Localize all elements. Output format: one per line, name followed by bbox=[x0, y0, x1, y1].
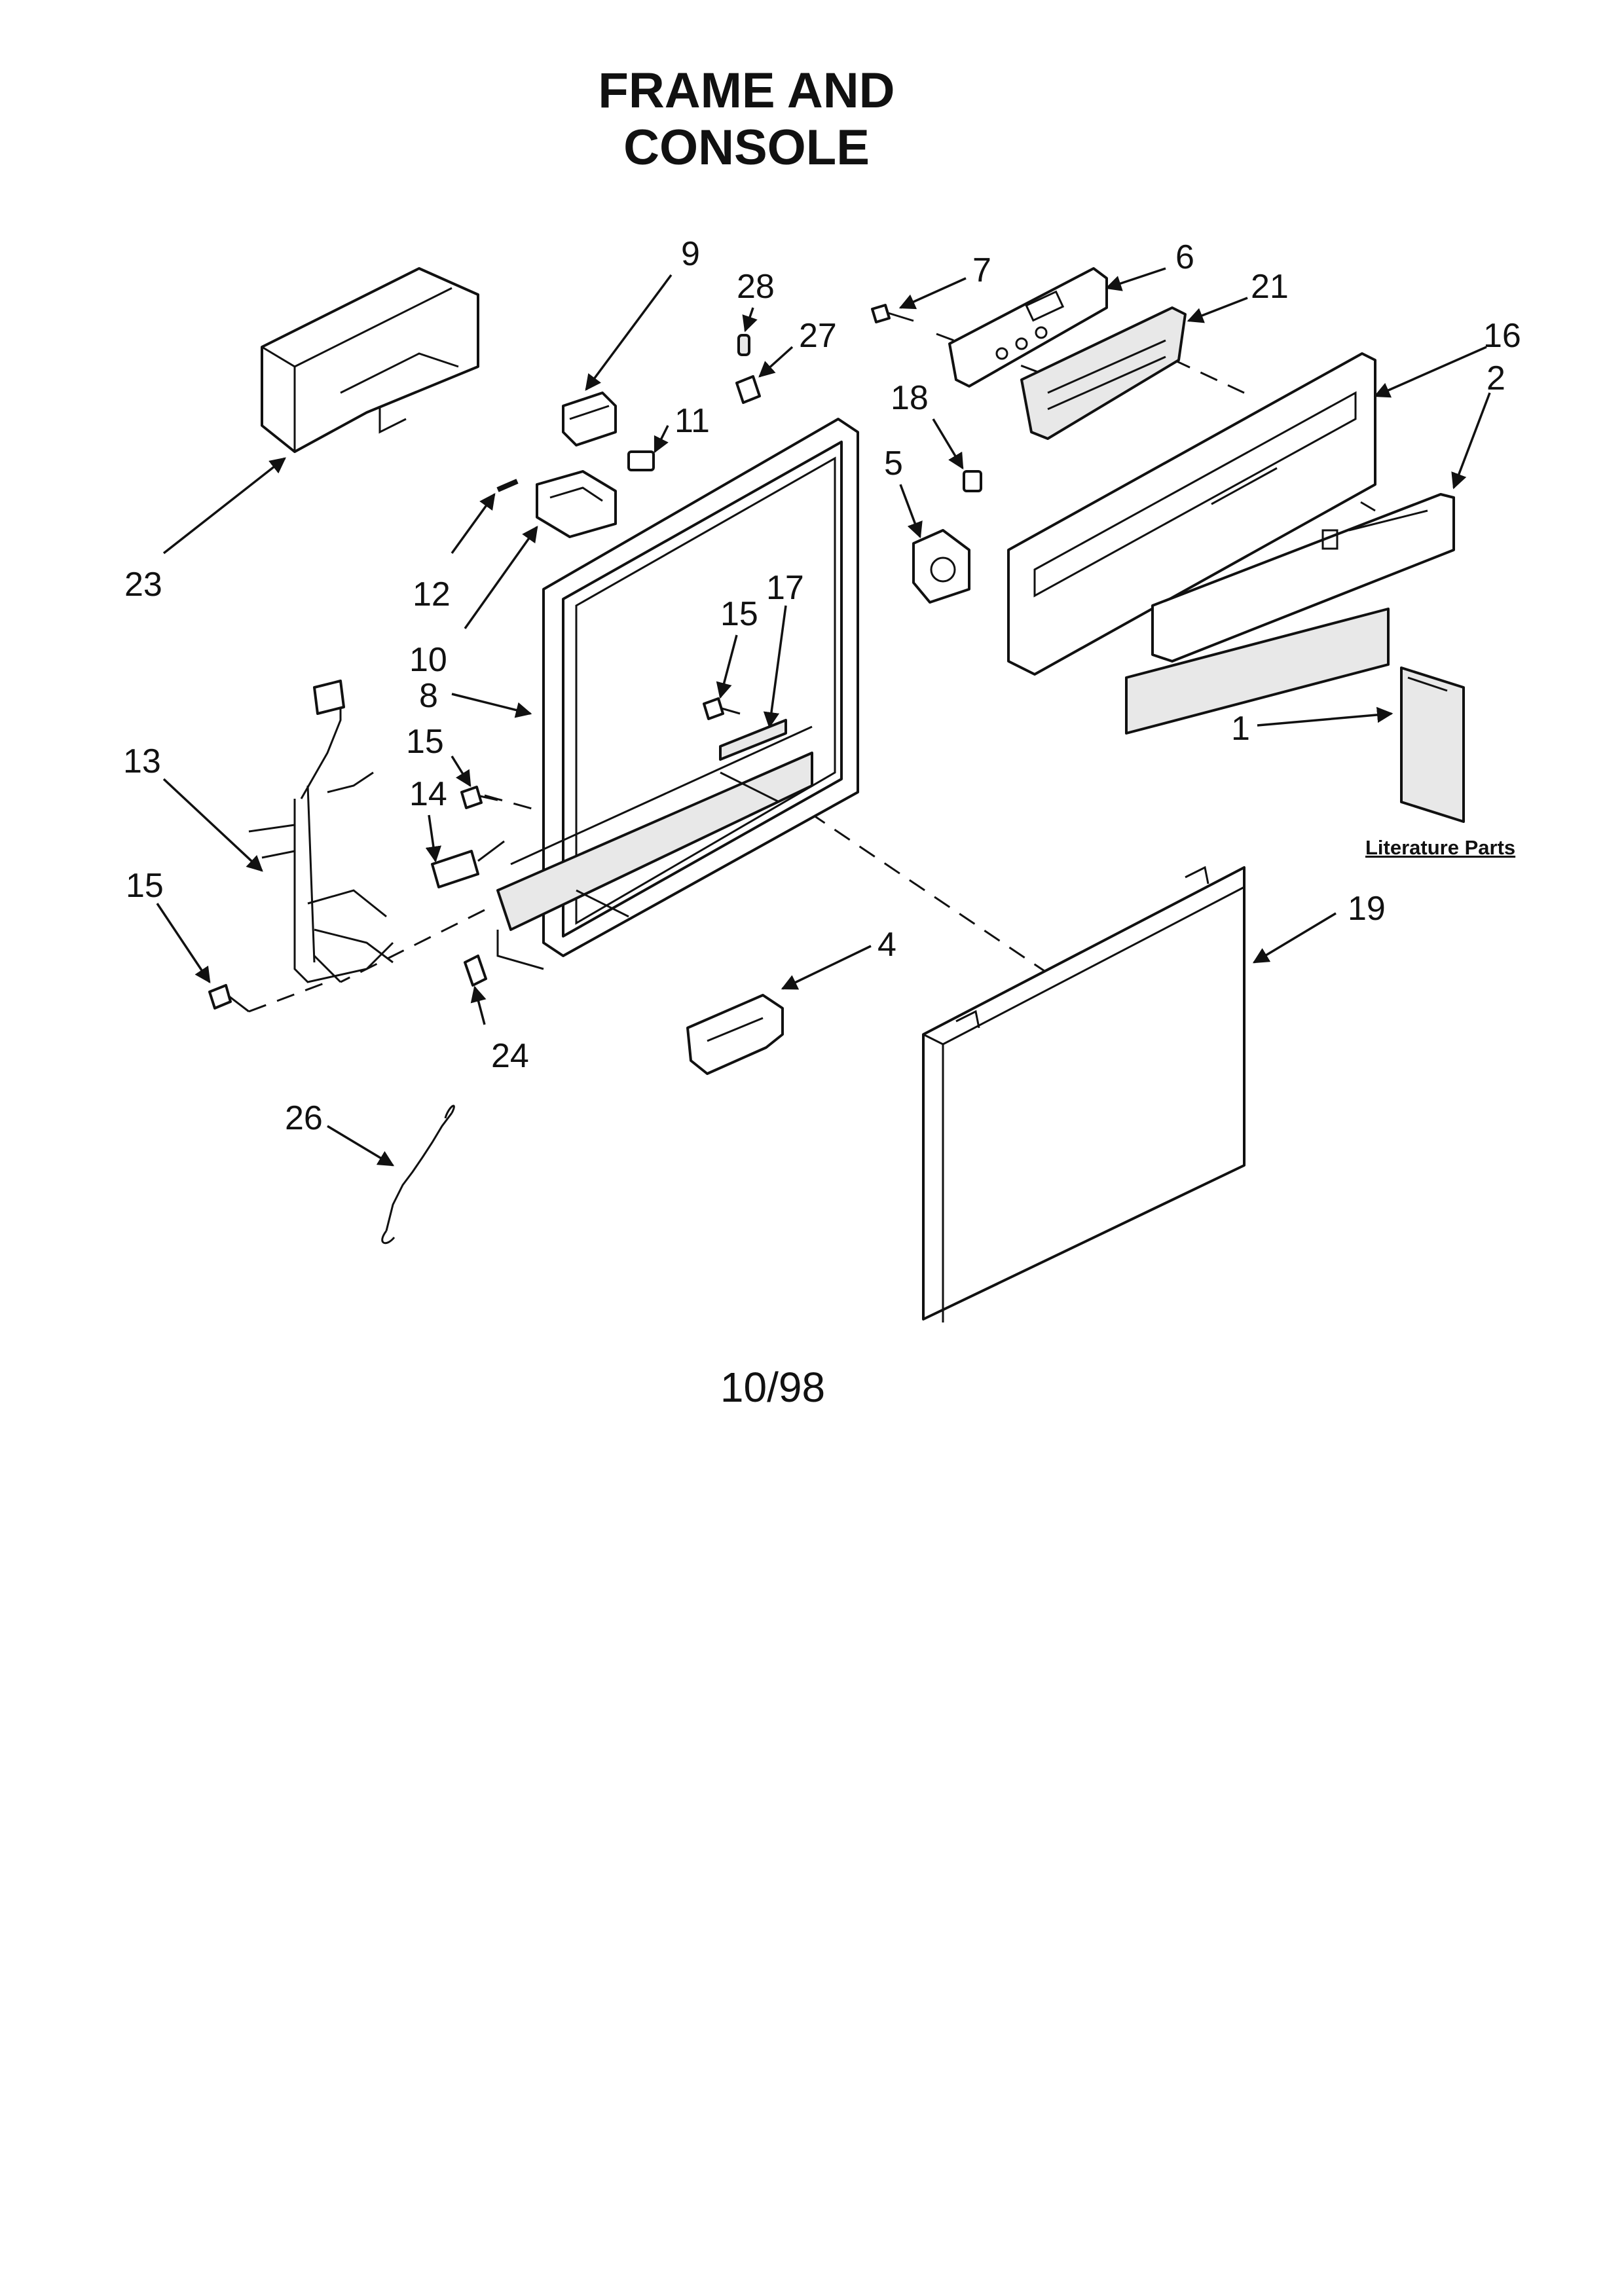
literature-booklet bbox=[1400, 666, 1465, 823]
callout-1: 1 bbox=[1231, 710, 1250, 748]
callout-19: 19 bbox=[1348, 890, 1386, 928]
part-5-selector-switch bbox=[912, 529, 970, 604]
part-8-door-frame bbox=[496, 418, 859, 970]
part-12-pin bbox=[496, 479, 519, 492]
part-11-switch bbox=[627, 450, 655, 471]
callout-labels: 9 28 27 7 6 21 16 2 18 5 11 12 10 23 8 1… bbox=[123, 235, 1521, 1137]
leader-lines bbox=[156, 267, 1491, 1167]
part-15-screw-left bbox=[208, 984, 249, 1013]
part-21-keypad-panel bbox=[1020, 306, 1187, 440]
part-15-screw-middle bbox=[460, 786, 498, 809]
callout-5: 5 bbox=[884, 445, 903, 483]
callout-8: 8 bbox=[419, 677, 438, 715]
callout-27: 27 bbox=[799, 317, 837, 355]
part-15-screw-frame bbox=[703, 697, 741, 720]
part-23-duct-cover bbox=[261, 267, 479, 453]
part-9-latch bbox=[562, 392, 617, 446]
part-17-strip bbox=[719, 719, 787, 761]
callout-12: 12 bbox=[413, 575, 451, 613]
part-6-control-panel bbox=[948, 267, 1108, 388]
part-19-door-panel bbox=[922, 866, 1246, 1322]
literature-parts-label: Literature Parts bbox=[1365, 836, 1515, 859]
page-title: FRAME AND CONSOLE bbox=[598, 63, 895, 175]
callout-7: 7 bbox=[972, 251, 991, 289]
part-13-wire-harness bbox=[248, 680, 394, 983]
part-24-clip bbox=[464, 955, 487, 987]
callout-9: 9 bbox=[681, 235, 700, 273]
part-18-small-switch bbox=[963, 470, 982, 492]
part-2-overlay bbox=[1151, 493, 1455, 663]
callout-14: 14 bbox=[409, 775, 447, 813]
callout-15-middle: 15 bbox=[406, 723, 444, 761]
callout-13: 13 bbox=[123, 742, 161, 780]
callout-15-left: 15 bbox=[126, 867, 164, 905]
callout-10: 10 bbox=[409, 641, 447, 679]
callout-21: 21 bbox=[1251, 268, 1289, 306]
date-code: 10/98 bbox=[720, 1364, 826, 1411]
part-1-literature-strip bbox=[1125, 608, 1390, 735]
callout-11: 11 bbox=[674, 402, 710, 440]
part-27-clip bbox=[735, 375, 761, 404]
callout-16: 16 bbox=[1483, 317, 1521, 355]
part-4-bracket bbox=[686, 994, 784, 1075]
part-28-spring-small bbox=[737, 334, 750, 356]
callout-28: 28 bbox=[737, 268, 775, 306]
part-7-screw bbox=[871, 304, 914, 323]
callout-6: 6 bbox=[1175, 238, 1194, 276]
callout-26: 26 bbox=[285, 1099, 323, 1137]
part-10-latch-housing bbox=[536, 470, 617, 538]
callout-23: 23 bbox=[124, 566, 162, 604]
callout-2: 2 bbox=[1486, 359, 1505, 397]
part-26-door-spring bbox=[381, 1104, 455, 1245]
callout-4: 4 bbox=[877, 926, 896, 964]
callout-18: 18 bbox=[891, 379, 929, 417]
callout-24: 24 bbox=[491, 1037, 529, 1075]
part-14-connector bbox=[431, 840, 505, 888]
callout-15-frame: 15 bbox=[720, 595, 758, 633]
part-16-console bbox=[1007, 352, 1376, 676]
callout-17: 17 bbox=[766, 569, 804, 607]
